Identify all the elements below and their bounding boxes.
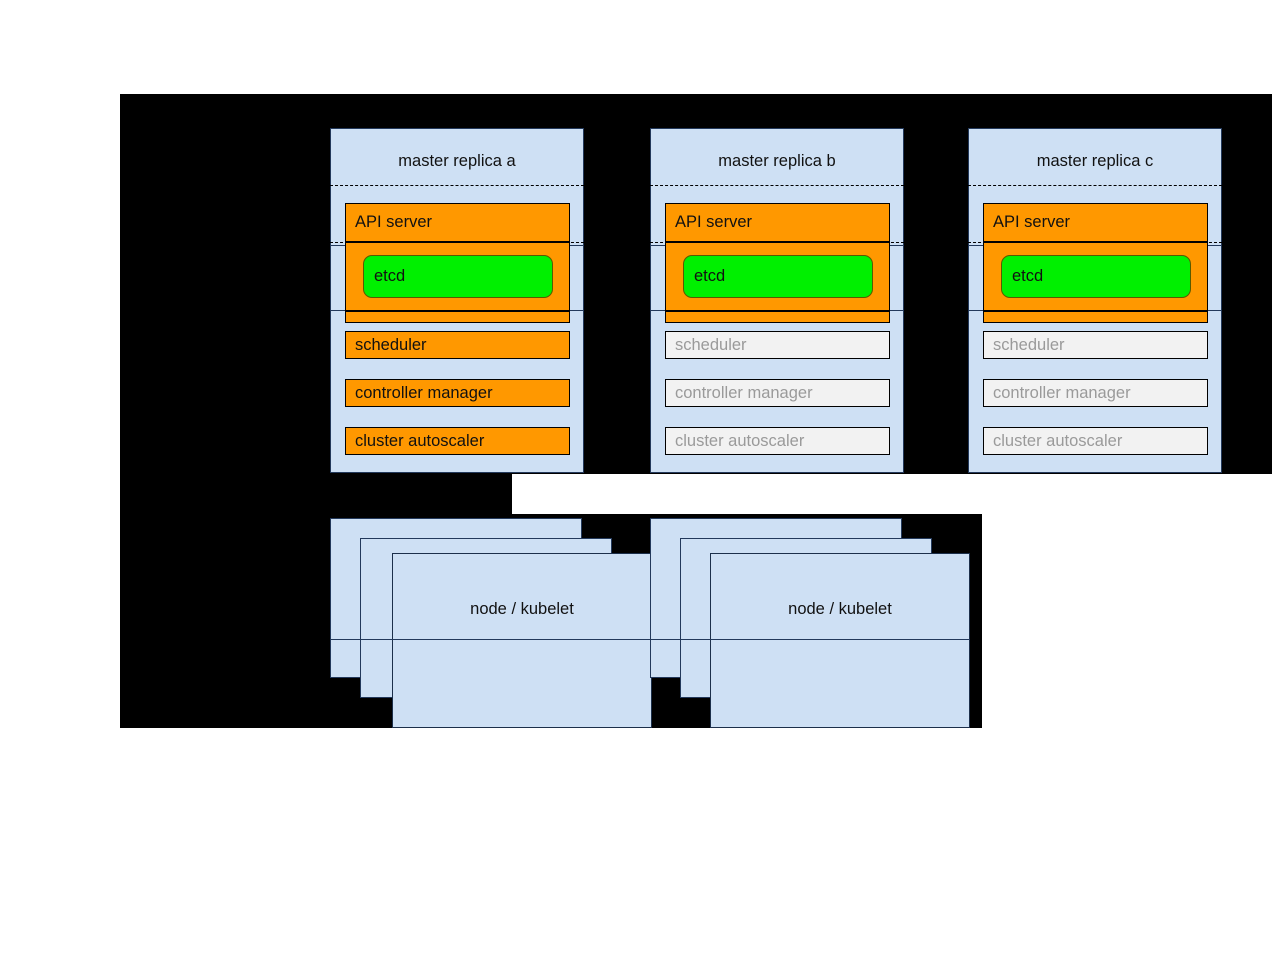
master-replica-a-panel[interactable]: master replica a API server etcd schedul…	[330, 128, 584, 473]
replica-b-controller-manager[interactable]: controller manager	[665, 379, 890, 407]
replica-a-controller-manager[interactable]: controller manager	[345, 379, 570, 407]
replica-b-cluster-autoscaler[interactable]: cluster autoscaler	[665, 427, 890, 455]
master-replica-a-title: master replica a	[398, 152, 516, 170]
replica-a-etcd[interactable]: etcd	[363, 255, 553, 298]
replica-a-cluster-autoscaler[interactable]: cluster autoscaler	[345, 427, 570, 455]
gap-white-right	[512, 474, 1280, 514]
replica-c-scheduler-label: scheduler	[993, 335, 1065, 354]
node-group-1-label: node / kubelet	[470, 600, 574, 618]
replica-b-cluster-autoscaler-label: cluster autoscaler	[675, 431, 805, 450]
replica-c-api-server-label: API server	[993, 213, 1071, 231]
node-group-1-card-front[interactable]: node / kubelet	[392, 553, 652, 728]
replica-a-etcd-base	[345, 311, 570, 323]
replica-c-etcd-base	[983, 311, 1208, 323]
replica-a-api-server-label: API server	[355, 213, 433, 231]
replica-c-cluster-autoscaler-label: cluster autoscaler	[993, 431, 1123, 450]
node-group-2-label: node / kubelet	[788, 600, 892, 618]
replica-c-cluster-autoscaler[interactable]: cluster autoscaler	[983, 427, 1208, 455]
replica-b-etcd[interactable]: etcd	[683, 255, 873, 298]
master-replica-b-title: master replica b	[718, 152, 836, 170]
replica-a-scheduler[interactable]: scheduler	[345, 331, 570, 359]
node-group-2-card-front[interactable]: node / kubelet	[710, 553, 970, 728]
replica-c-etcd-label: etcd	[1012, 267, 1044, 285]
node-group-2-rule	[650, 639, 970, 640]
replica-a-etcd-label: etcd	[374, 267, 406, 285]
replica-a-api-server[interactable]: API server	[345, 203, 570, 242]
master-replica-c-title: master replica c	[1036, 152, 1154, 170]
replica-c-etcd[interactable]: etcd	[1001, 255, 1191, 298]
replica-a-cluster-autoscaler-label: cluster autoscaler	[355, 431, 485, 450]
replica-a-scheduler-label: scheduler	[355, 335, 427, 354]
node-group-1-rule	[330, 639, 652, 640]
replica-c-controller-manager[interactable]: controller manager	[983, 379, 1208, 407]
replica-b-scheduler[interactable]: scheduler	[665, 331, 890, 359]
replica-a-controller-manager-label: controller manager	[355, 383, 493, 402]
replica-a-divider-top	[330, 185, 584, 186]
replica-b-scheduler-label: scheduler	[675, 335, 747, 354]
replica-b-etcd-base	[665, 311, 890, 323]
replica-b-controller-manager-label: controller manager	[675, 383, 813, 402]
master-replica-c-panel[interactable]: master replica c API server etcd schedul…	[968, 128, 1222, 473]
replica-c-api-server[interactable]: API server	[983, 203, 1208, 242]
replica-c-controller-manager-label: controller manager	[993, 383, 1131, 402]
replica-c-divider-top	[968, 185, 1222, 186]
replica-c-scheduler[interactable]: scheduler	[983, 331, 1208, 359]
master-replica-b-panel[interactable]: master replica b API server etcd schedul…	[650, 128, 904, 473]
replica-b-divider-top	[650, 185, 904, 186]
replica-b-etcd-label: etcd	[694, 267, 726, 285]
replica-b-api-server-label: API server	[675, 213, 753, 231]
replica-b-api-server[interactable]: API server	[665, 203, 890, 242]
